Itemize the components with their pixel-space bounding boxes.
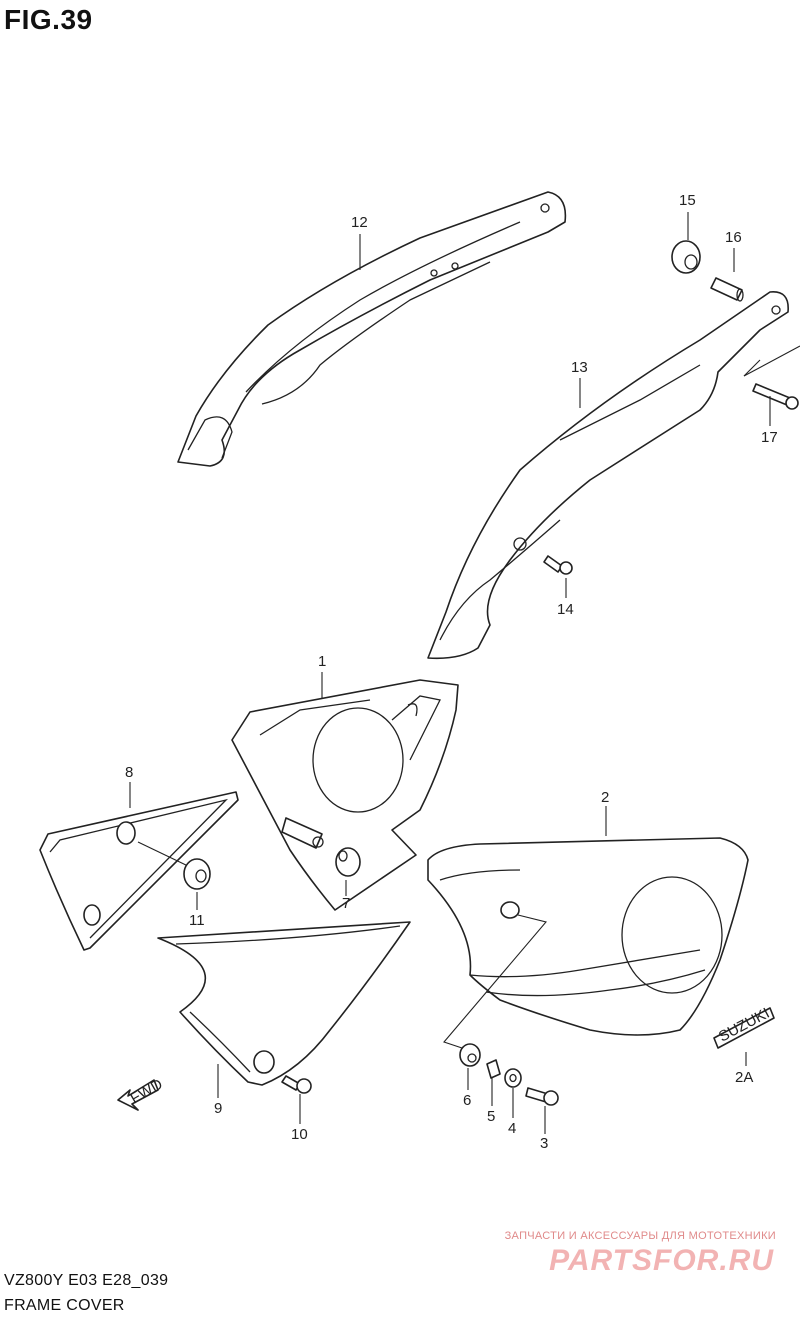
callout-7: 7 xyxy=(342,895,350,912)
part-14-screw[interactable] xyxy=(543,555,573,575)
callout-leader-lines xyxy=(129,212,771,1134)
forward-arrow-text: FWD xyxy=(128,1076,166,1108)
part-3-bolt[interactable] xyxy=(525,1087,559,1106)
diagram-name: FRAME COVER xyxy=(4,1297,125,1314)
part-11-grommet[interactable] xyxy=(183,858,211,890)
part-2-frame-cover[interactable] xyxy=(427,837,749,1049)
callout-11: 11 xyxy=(189,912,205,929)
part-12-rear-rail-cover[interactable] xyxy=(177,191,567,467)
part-16-pin[interactable] xyxy=(710,277,744,302)
callout-2a: 2A xyxy=(735,1069,753,1086)
part-1-frame-cover-bracket[interactable] xyxy=(231,679,459,911)
callout-16: 16 xyxy=(725,229,742,246)
callout-13: 13 xyxy=(571,359,588,376)
callout-12: 12 xyxy=(351,214,368,231)
part-10-screw[interactable] xyxy=(281,1075,312,1094)
callout-15: 15 xyxy=(679,192,696,209)
part-17-bolt[interactable] xyxy=(743,345,800,410)
callout-14: 14 xyxy=(557,601,574,618)
part-15-collar[interactable] xyxy=(671,240,701,274)
part-2a-emblem[interactable]: SUZUKI xyxy=(713,1005,775,1049)
part-4-washer[interactable] xyxy=(504,1068,522,1088)
callout-5: 5 xyxy=(487,1108,495,1125)
emblem-text: SUZUKI xyxy=(716,1005,773,1046)
part-6-grommet[interactable] xyxy=(459,1043,481,1067)
callout-8: 8 xyxy=(125,764,133,781)
forward-arrow-icon: FWD xyxy=(117,1076,166,1111)
figure-title: FIG.39 xyxy=(4,4,93,35)
callout-6: 6 xyxy=(463,1092,471,1109)
diagram-code: VZ800Y E03 E28_039 xyxy=(4,1272,169,1289)
watermark-caption: ЗАПЧАСТИ И АКСЕССУАРЫ ДЛЯ МОТОТЕХНИКИ xyxy=(504,1230,776,1242)
callout-9: 9 xyxy=(214,1100,222,1117)
callout-10: 10 xyxy=(291,1126,308,1143)
watermark-brand: PARTSFOR.RU xyxy=(549,1244,774,1277)
part-13-lower-rail-cover[interactable] xyxy=(427,291,789,660)
callout-4: 4 xyxy=(508,1120,516,1137)
callout-17: 17 xyxy=(761,429,778,446)
callout-1: 1 xyxy=(318,653,326,670)
callout-3: 3 xyxy=(540,1135,548,1152)
part-7-grommet[interactable] xyxy=(335,847,361,877)
part-8-side-panel[interactable] xyxy=(39,791,239,951)
callout-2: 2 xyxy=(601,789,609,806)
part-5-collar[interactable] xyxy=(486,1059,501,1079)
part-9-lower-cover[interactable] xyxy=(157,921,411,1086)
